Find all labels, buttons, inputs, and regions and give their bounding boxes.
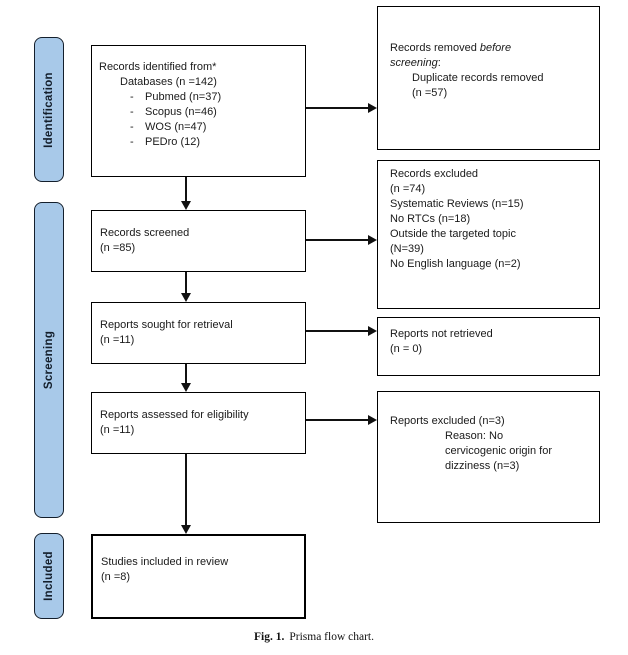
box-records-removed: Records removed before screening: Duplic… <box>377 6 600 150</box>
reports-sought-count: (n =11) <box>100 334 135 346</box>
reports-assessed-count: (n =11) <box>100 424 135 436</box>
arrow-screened-to-sought <box>185 272 187 294</box>
arrow-screened-to-excluded <box>306 239 369 241</box>
box-studies-included: Studies included in review (n =8) <box>91 534 306 619</box>
records-removed-colon: : <box>437 57 441 69</box>
figure-caption: Fig. 1. Prisma flow chart. <box>0 631 628 643</box>
list-bullet: - <box>130 136 134 148</box>
list-item-label: PEDro (12) <box>145 136 201 148</box>
list-item: - PEDro (12) <box>130 135 299 150</box>
box-records-screened: Records screened (n =85) <box>91 210 306 272</box>
list-item-label: Scopus (n=46) <box>145 106 217 118</box>
records-excluded-line: Records excluded <box>390 168 479 180</box>
records-identified-databases: Databases (n =142) <box>120 76 217 88</box>
stage-label-screening: Screening <box>43 330 55 390</box>
records-excluded-line: (n =74) <box>390 183 426 195</box>
arrowhead-down-icon <box>180 383 191 392</box>
arrowhead-right-icon <box>368 325 377 336</box>
records-excluded-line: No RTCs (n=18) <box>390 213 471 225</box>
records-removed-italic2: screening <box>390 57 438 69</box>
reports-excluded-title: Reports excluded (n=3) <box>390 415 505 427</box>
list-item-label: WOS (n=47) <box>145 121 207 133</box>
reports-sought-title: Reports sought for retrieval <box>100 319 233 331</box>
list-item-label: Pubmed (n=37) <box>145 91 222 103</box>
records-excluded-line: No English language (n=2) <box>390 258 521 270</box>
duplicates-removed-label: Duplicate records removed <box>412 72 544 84</box>
records-removed-italic: before <box>479 42 512 54</box>
stage-bar-identification: Identification <box>34 37 64 182</box>
reports-excluded-reason: dizziness (n=3) <box>445 460 520 472</box>
arrow-identified-to-screened <box>185 177 187 202</box>
list-bullet: - <box>130 91 134 103</box>
studies-included-title: Studies included in review <box>101 556 229 568</box>
arrow-sought-to-not-retrieved <box>306 330 369 332</box>
records-excluded-line: Systematic Reviews (n=15) <box>390 198 524 210</box>
records-screened-count: (n =85) <box>100 242 136 254</box>
reports-not-retrieved-count: (n = 0) <box>390 343 423 355</box>
arrowhead-right-icon <box>368 102 377 113</box>
box-reports-excluded: Reports excluded (n=3) Reason: No cervic… <box>377 391 600 523</box>
studies-included-count: (n =8) <box>101 571 131 583</box>
stage-bar-included: Included <box>34 533 64 619</box>
records-removed-line1: Records removed before <box>390 41 591 56</box>
database-list: - Pubmed (n=37) - Scopus (n=46) - WOS (n… <box>130 90 299 150</box>
figure-caption-label: Fig. 1. <box>254 631 285 643</box>
stage-bar-screening: Screening <box>34 202 64 518</box>
arrow-assessed-to-reports-excluded <box>306 419 369 421</box>
box-records-identified: Records identified from* Databases (n =1… <box>91 45 306 177</box>
list-bullet: - <box>130 121 134 133</box>
reports-excluded-reason: cervicogenic origin for <box>445 445 552 457</box>
arrowhead-down-icon <box>180 293 191 302</box>
arrowhead-right-icon <box>368 234 377 245</box>
records-removed-line2: screening: <box>390 56 591 71</box>
stage-label-identification: Identification <box>43 71 55 148</box>
reports-excluded-reason: Reason: No <box>445 430 504 442</box>
arrow-sought-to-assessed <box>185 364 187 384</box>
figure-caption-text: Prisma flow chart. <box>289 631 374 643</box>
box-records-excluded: Records excluded (n =74) Systematic Revi… <box>377 160 600 309</box>
list-item: - Scopus (n=46) <box>130 105 299 120</box>
reports-not-retrieved-title: Reports not retrieved <box>390 328 493 340</box>
stage-label-included: Included <box>43 551 55 601</box>
box-reports-not-retrieved: Reports not retrieved (n = 0) <box>377 317 600 376</box>
arrowhead-down-icon <box>180 201 191 210</box>
box-reports-sought: Reports sought for retrieval (n =11) <box>91 302 306 364</box>
arrow-assessed-to-included <box>185 454 187 526</box>
records-removed-text: Records removed <box>390 42 480 54</box>
list-bullet: - <box>130 106 134 118</box>
list-item: - WOS (n=47) <box>130 120 299 135</box>
reports-assessed-title: Reports assessed for eligibility <box>100 409 249 421</box>
records-excluded-line: (N=39) <box>390 243 424 255</box>
arrowhead-right-icon <box>368 414 377 425</box>
duplicates-removed-count: (n =57) <box>412 87 448 99</box>
arrowhead-down-icon <box>180 525 191 534</box>
records-excluded-line: Outside the targeted topic <box>390 228 516 240</box>
arrow-identified-to-removed <box>306 107 369 109</box>
records-identified-title: Records identified from* <box>99 61 217 73</box>
box-reports-assessed: Reports assessed for eligibility (n =11) <box>91 392 306 454</box>
records-screened-title: Records screened <box>100 227 190 239</box>
list-item: - Pubmed (n=37) <box>130 90 299 105</box>
